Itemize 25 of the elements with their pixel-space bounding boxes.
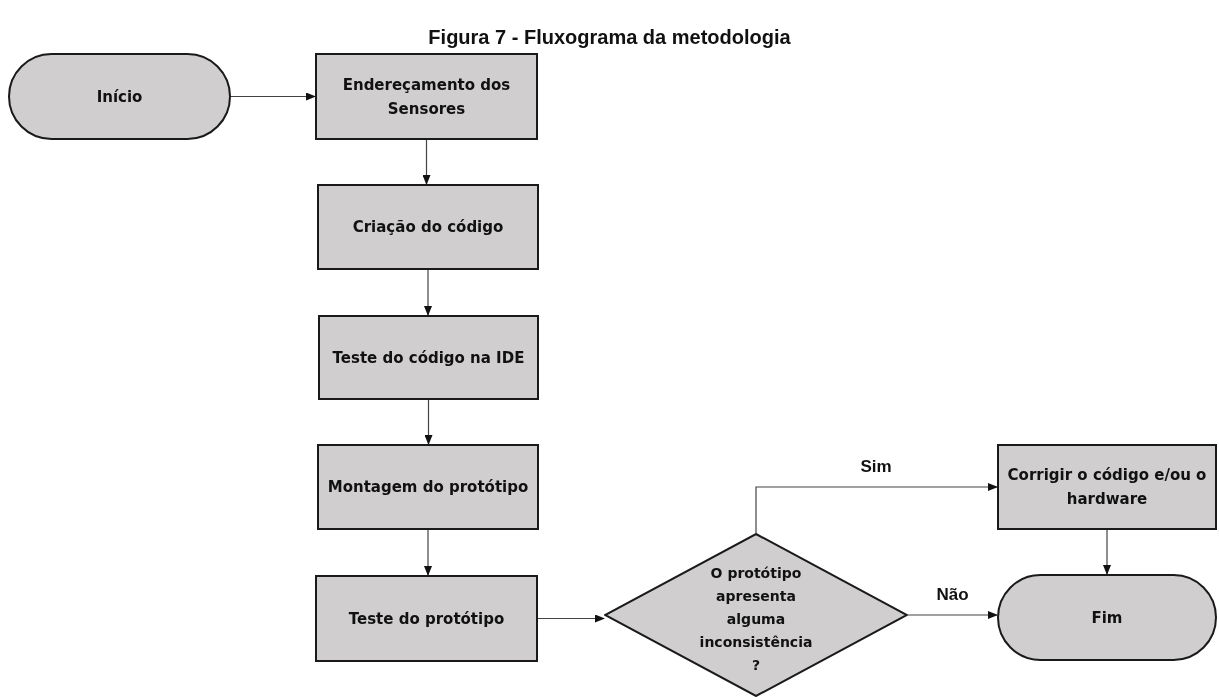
node-text: Teste do protótipo [347,608,506,630]
arrow [424,399,433,445]
node-text: Montagem do protótipo [326,477,530,498]
node-text: Início [95,86,144,108]
process-box [315,575,538,662]
arrow [755,483,998,534]
node-text: Fim [1090,607,1124,629]
figure-title: Figura 7 - Fluxograma da metodologia [427,26,792,49]
arrow [1103,529,1111,575]
arrow [230,92,316,101]
arrow [424,269,432,316]
process-box [318,315,539,400]
node-text: Criação do código [351,217,505,238]
node-text: Endereçamento dos Sensores [341,74,512,120]
arrow [907,611,998,619]
node-text: Corrigir o código e/ou o hardware [1006,465,1208,510]
node-text: Teste do código na IDE [331,347,526,369]
node-text: O protótipo apresenta alguma inconsistência ? [698,563,814,675]
process-box [317,444,539,530]
process-box [997,444,1217,530]
process-box [317,184,539,270]
arrow [422,139,431,185]
arrow [424,529,432,576]
process-box [315,53,538,140]
arrow [537,614,605,623]
